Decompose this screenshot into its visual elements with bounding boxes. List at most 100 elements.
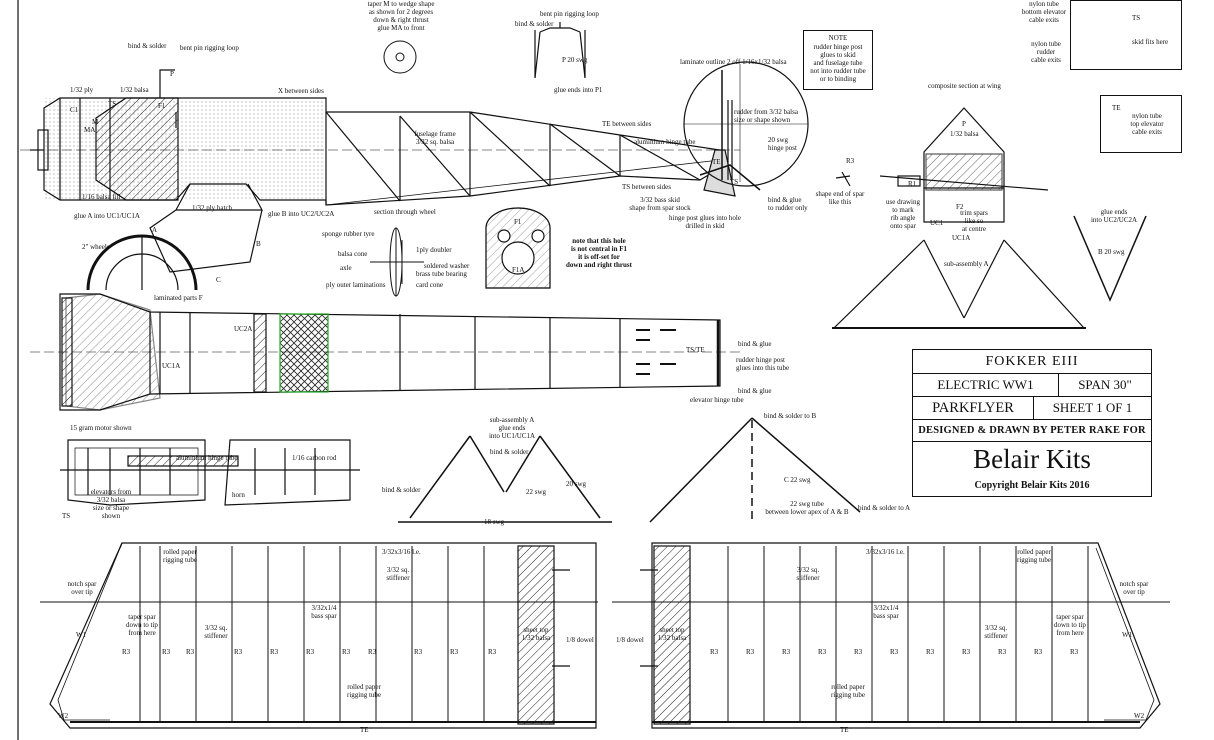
composite-uc1a: UC1A <box>952 234 971 242</box>
rw-rib-6: R3 <box>926 648 935 656</box>
rw-rib-2: R3 <box>782 648 791 656</box>
c-bottom-label: bind & solder to A <box>858 504 911 512</box>
fuse-frame-label: fuselage frame 3/32 sq. balsa <box>414 130 456 147</box>
uc-swg18: 18 swg <box>484 518 505 526</box>
right-wing-ribs <box>727 546 1089 722</box>
left-wing <box>40 542 598 729</box>
composite-r1: R1 <box>908 180 917 188</box>
note-text: rudder hinge post glues to skid and fuse… <box>810 43 866 84</box>
top-bind-glue1: bind & glue <box>738 340 772 348</box>
composite-subassy: sub-assembly A <box>944 260 989 268</box>
tail-laminate-label: laminate outline 2 off 1/16x1/32 balsa <box>680 58 787 66</box>
rw-rib-10: R3 <box>1070 648 1079 656</box>
rw-spar: 3/32x1/4 bass spar <box>873 604 899 621</box>
tail-te-label: TE <box>712 158 721 166</box>
undercarriage-front <box>398 435 612 523</box>
rw-notch: notch spar over tip <box>1119 580 1149 597</box>
rw-w2: W2 <box>1134 712 1145 720</box>
title-span: SPAN 30" <box>1058 374 1151 396</box>
lw-rib-10: R3 <box>488 648 497 656</box>
tail-detail <box>683 61 809 191</box>
doubler-label: 1ply doubler <box>416 246 452 254</box>
rw-rolled-bot: rolled paper rigging tube <box>830 683 866 700</box>
p-bent-label: bent pin rigging loop <box>540 10 599 18</box>
ts-box-label: TS <box>1132 14 1141 22</box>
rw-rib-5: R3 <box>890 648 899 656</box>
rw-rib-9: R3 <box>1034 648 1043 656</box>
uc-subassy-label: sub-assembly A glue ends into UC1/UC1A <box>488 416 536 441</box>
alu-hinge-label: aluminium hinge tube <box>634 138 696 146</box>
elevator-plan <box>60 439 360 506</box>
composite-shape-end: shape end of spar like this <box>815 190 865 207</box>
lw-dowel: 1/8 dowel <box>566 636 594 644</box>
title-sheet: SHEET 1 OF 1 <box>1033 397 1151 419</box>
a-label: A <box>152 226 158 234</box>
rw-rib-4: R3 <box>854 648 863 656</box>
c-label: C <box>216 276 221 284</box>
f1-bulkhead <box>485 207 551 289</box>
rudder-post-label: rudder hinge post glues into this tube <box>736 356 790 373</box>
rw-dowel: 1/8 dowel <box>616 636 644 644</box>
lw-lead: 3/32x3/16 l.e. <box>382 548 421 556</box>
rw-rib-3: R3 <box>818 648 827 656</box>
balsa-cone-label: balsa cone <box>338 250 368 258</box>
rw-stiffener2: 3/32 sq. stiffener <box>984 624 1008 641</box>
composite-f2: F2 <box>956 203 964 211</box>
rw-rolled-top: rolled paper rigging tube <box>1016 548 1052 565</box>
b-wire <box>1073 215 1147 302</box>
lw-rib-0: R3 <box>122 648 131 656</box>
f1-note: note that this hole is not central in F1… <box>566 237 632 270</box>
glue-a-label: glue A into UC1/UC1A <box>74 212 140 220</box>
lw-rib-3: R3 <box>234 648 243 656</box>
uc-bind2: bind & solder <box>382 486 421 494</box>
bind-solder-label: bind & solder <box>128 42 167 50</box>
top-view-fuselage <box>30 293 740 411</box>
composite-wing-section <box>832 107 1086 329</box>
lw-rib-9: R3 <box>450 648 459 656</box>
b-label: B <box>256 240 261 248</box>
p-wire-detail <box>534 22 586 79</box>
title-category: PARKFLYER <box>932 399 1014 416</box>
rw-rib-8: R3 <box>998 648 1007 656</box>
elev-alu-label: aluminium hinge tube <box>176 454 238 462</box>
composite-title: composite section at wing <box>928 82 1001 90</box>
c-wire <box>649 417 861 523</box>
lw-rib-2: R3 <box>186 648 195 656</box>
elev-ts-label: TS <box>62 512 71 520</box>
rw-taper: taper spar down to tip from here <box>1054 613 1086 638</box>
tail-hinge-label: 20 swg hinge post <box>768 136 797 153</box>
brass-label: brass tube bearing <box>416 270 467 278</box>
f1-bulk-label: F1 <box>514 218 522 226</box>
ts-skid: skid fits here <box>1132 38 1169 46</box>
note-heading: NOTE <box>828 34 848 42</box>
te-between-label: TE between sides <box>602 120 652 128</box>
wheel-title: section through wheel <box>374 208 436 216</box>
wedge-label: taper M to wedge shape as shown for 2 de… <box>367 0 435 33</box>
elev-tube-label: elevator hinge tube <box>690 396 744 404</box>
bent-pin-label: bent pin rigging loop <box>180 44 239 52</box>
washer-label: soldered washer <box>424 262 470 270</box>
lw-sheet: sheet top 1/32 balsa <box>521 626 551 643</box>
c-top-label: bind & solder to B <box>764 412 817 420</box>
te-former-box <box>1100 95 1182 153</box>
p-label: P <box>170 70 174 78</box>
rw-rib-0: R3 <box>710 648 719 656</box>
elev-from-label: elevators from 3/32 balsa size or shape … <box>90 488 132 521</box>
tail-ts-label: TS <box>730 178 739 186</box>
te-nylon: nylon tube top elevator cable exits <box>1130 112 1164 137</box>
rw-w1: W1 <box>1122 631 1133 639</box>
fill-label: 1/16 balsa fill <box>82 193 121 201</box>
tail-rudder-label: rudder from 3/32 balsa size or shape sho… <box>734 108 798 125</box>
skid-label: 3/32 bass skid shape from spar stock <box>629 196 691 213</box>
title-type: ELECTRIC WW1 <box>937 377 1034 392</box>
lw-rib-6: R3 <box>342 648 351 656</box>
c1-label: C1 <box>70 106 79 114</box>
ts-side-label: TS <box>108 100 117 108</box>
ts-between-label: TS between sides <box>622 183 671 191</box>
uc2a-label: UC2A <box>234 325 253 333</box>
c-tube-label: 22 swg tube between lower apex of A & B <box>765 500 849 517</box>
ts-te-label: TS/TE <box>686 346 705 354</box>
p-swg-label: P 20 swg <box>562 56 588 64</box>
